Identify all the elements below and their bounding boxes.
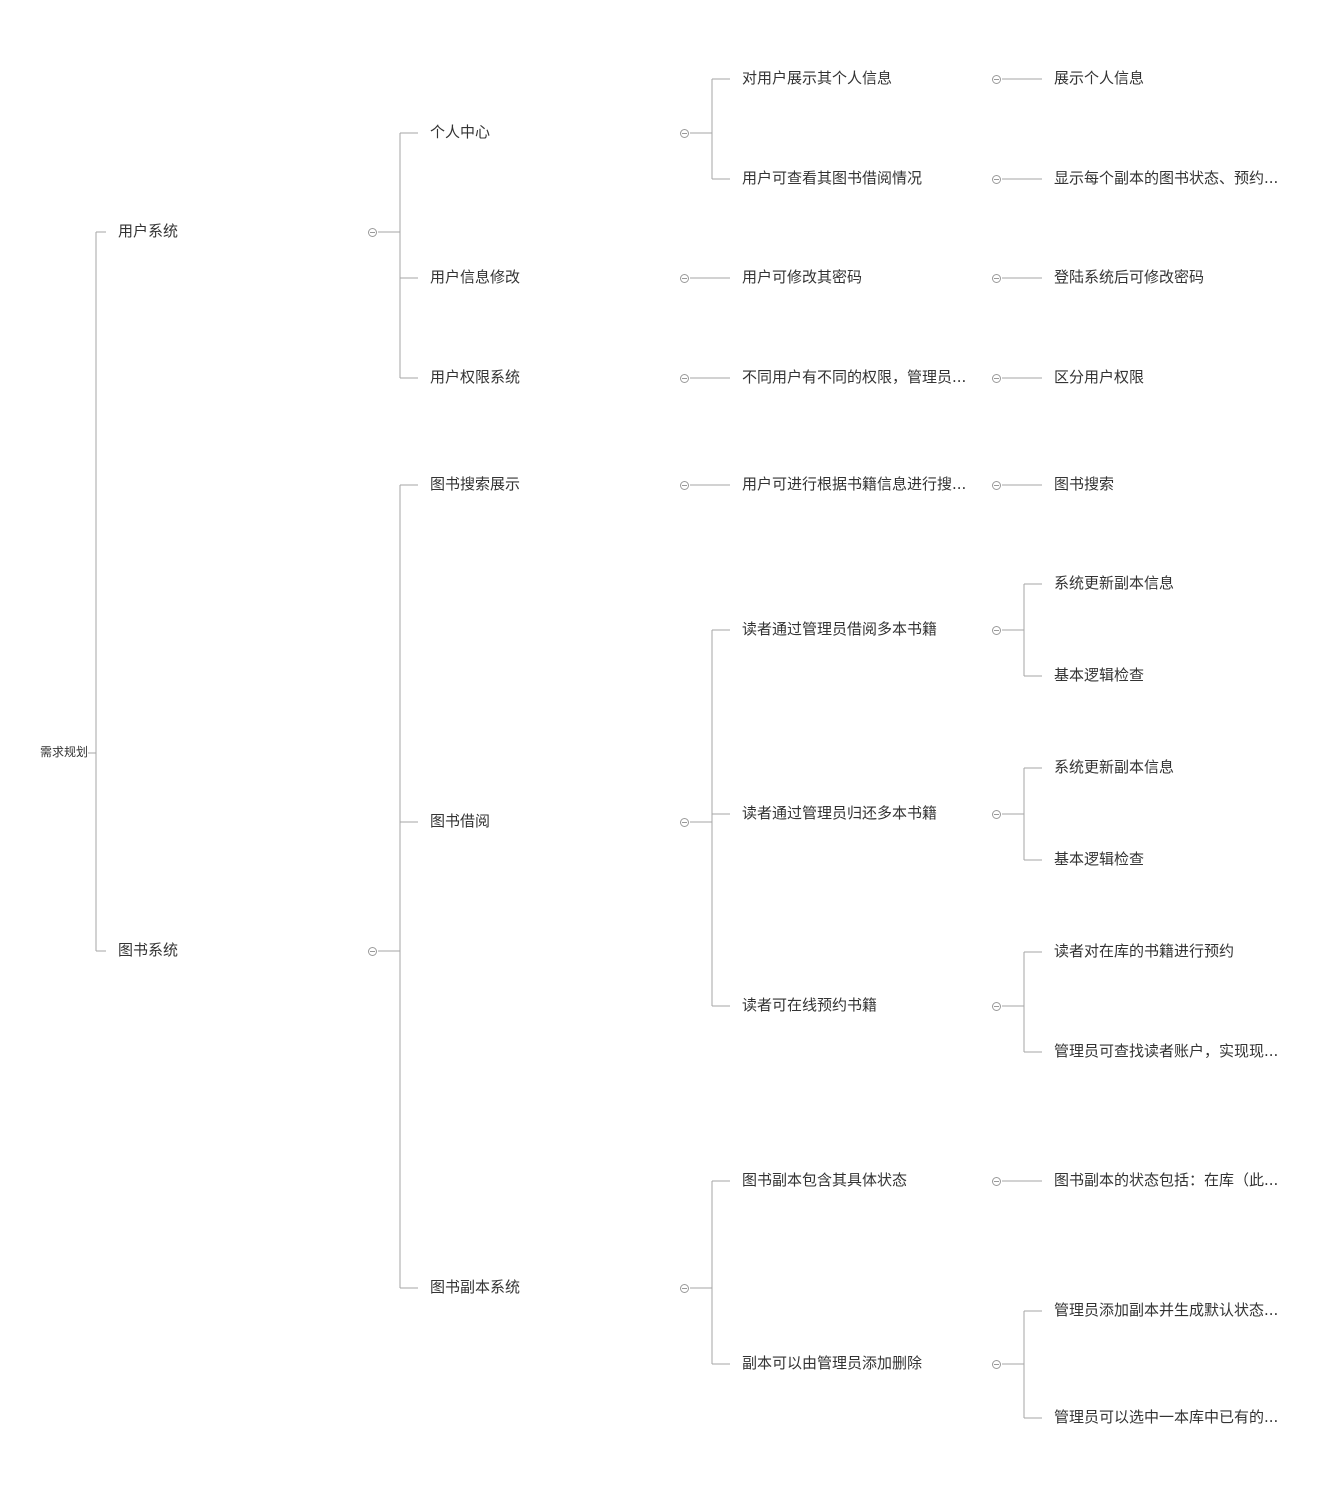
collapse-toggle-icon[interactable]: [992, 1002, 1001, 1011]
topic-node-level-4[interactable]: 显示每个副本的图书状态、预约...: [1054, 169, 1279, 187]
topic-node-level-3[interactable]: 用户可查看其图书借阅情况: [742, 169, 923, 187]
topic-node-level-4[interactable]: 管理员可查找读者账户，实现现...: [1054, 1042, 1279, 1060]
topic-node-level-3[interactable]: 用户可修改其密码: [742, 268, 863, 286]
topic-node-level-1[interactable]: 用户系统: [118, 222, 179, 240]
collapse-toggle-icon[interactable]: [680, 274, 689, 283]
root-topic[interactable]: 需求规划: [40, 745, 89, 759]
topic-node-level-2[interactable]: 用户权限系统: [430, 368, 521, 386]
topic-node-level-4[interactable]: 基本逻辑检查: [1054, 850, 1145, 868]
topic-node-level-4[interactable]: 系统更新副本信息: [1054, 758, 1175, 776]
topic-node-level-2[interactable]: 图书搜索展示: [430, 475, 521, 493]
collapse-toggle-icon[interactable]: [368, 228, 377, 237]
collapse-toggle-icon[interactable]: [992, 274, 1001, 283]
topic-node-level-4[interactable]: 系统更新副本信息: [1054, 574, 1175, 592]
topic-node-level-4[interactable]: 图书副本的状态包括：在库（此...: [1054, 1171, 1279, 1189]
topic-node-level-4[interactable]: 图书搜索: [1054, 475, 1115, 493]
collapse-toggle-icon[interactable]: [680, 481, 689, 490]
topic-node-level-3[interactable]: 读者通过管理员借阅多本书籍: [742, 620, 938, 638]
topic-node-level-4[interactable]: 基本逻辑检查: [1054, 666, 1145, 684]
topic-node-level-3[interactable]: 读者通过管理员归还多本书籍: [742, 804, 938, 822]
collapse-toggle-icon[interactable]: [992, 1360, 1001, 1369]
collapse-toggle-icon[interactable]: [680, 818, 689, 827]
topic-node-level-4[interactable]: 管理员添加副本并生成默认状态...: [1054, 1301, 1279, 1319]
topic-node-level-1[interactable]: 图书系统: [118, 941, 179, 959]
collapse-toggle-icon[interactable]: [680, 374, 689, 383]
collapse-toggle-icon[interactable]: [680, 1284, 689, 1293]
topic-node-level-3[interactable]: 读者可在线预约书籍: [742, 996, 878, 1014]
topic-node-level-2[interactable]: 个人中心: [430, 123, 491, 141]
topic-node-level-4[interactable]: 登陆系统后可修改密码: [1054, 268, 1205, 286]
collapse-toggle-icon[interactable]: [992, 626, 1001, 635]
collapse-toggle-icon[interactable]: [992, 1177, 1001, 1186]
collapse-toggle-icon[interactable]: [368, 947, 377, 956]
topic-node-level-3[interactable]: 副本可以由管理员添加删除: [742, 1354, 923, 1372]
topic-node-level-2[interactable]: 图书借阅: [430, 812, 491, 830]
collapse-toggle-icon[interactable]: [992, 75, 1001, 84]
topic-node-level-4[interactable]: 管理员可以选中一本库中已有的...: [1054, 1408, 1279, 1426]
topic-node-level-2[interactable]: 用户信息修改: [430, 268, 521, 286]
topic-node-level-4[interactable]: 区分用户权限: [1054, 368, 1145, 386]
topic-node-level-4[interactable]: 展示个人信息: [1054, 69, 1145, 87]
collapse-toggle-icon[interactable]: [992, 175, 1001, 184]
collapse-toggle-icon[interactable]: [992, 481, 1001, 490]
topic-node-level-3[interactable]: 不同用户有不同的权限，管理员...: [742, 368, 967, 386]
topic-node-level-3[interactable]: 对用户展示其个人信息: [742, 69, 893, 87]
topic-node-level-3[interactable]: 图书副本包含其具体状态: [742, 1171, 908, 1189]
topic-node-level-4[interactable]: 读者对在库的书籍进行预约: [1054, 942, 1235, 960]
topic-node-level-3[interactable]: 用户可进行根据书籍信息进行搜...: [742, 475, 967, 493]
collapse-toggle-icon[interactable]: [680, 129, 689, 138]
collapse-toggle-icon[interactable]: [992, 374, 1001, 383]
collapse-toggle-icon[interactable]: [992, 810, 1001, 819]
topic-node-level-2[interactable]: 图书副本系统: [430, 1278, 521, 1296]
